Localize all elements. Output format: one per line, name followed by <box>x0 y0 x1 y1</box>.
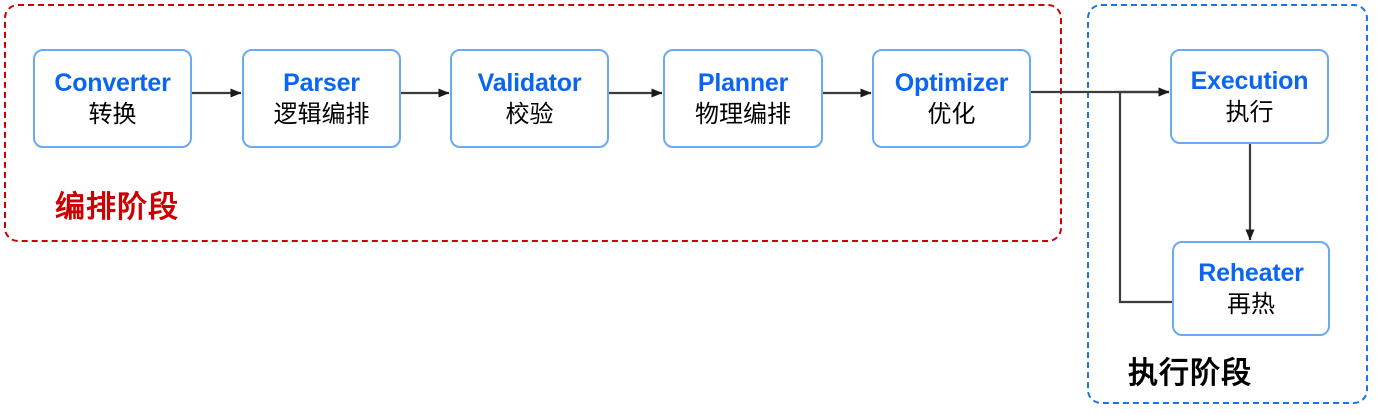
node-reheater-label-zh: 再热 <box>1227 289 1275 318</box>
group-label-execution: 执行阶段 <box>1128 356 1252 391</box>
node-validator-label-zh: 校验 <box>505 99 554 128</box>
node-converter[interactable]: Converter 转换 <box>33 49 192 148</box>
node-optimizer-label-en: Optimizer <box>894 69 1009 98</box>
node-reheater[interactable]: Reheater 再热 <box>1172 241 1330 336</box>
node-planner-label-zh: 物理编排 <box>695 99 791 128</box>
node-optimizer[interactable]: Optimizer 优化 <box>872 49 1031 148</box>
node-planner[interactable]: Planner 物理编排 <box>663 49 823 148</box>
node-execution-label-en: Execution <box>1190 67 1309 96</box>
node-validator-label-en: Validator <box>477 69 582 98</box>
node-parser[interactable]: Parser 逻辑编排 <box>242 49 401 148</box>
group-execution-stage <box>1087 4 1368 404</box>
node-planner-label-en: Planner <box>697 69 789 98</box>
node-validator[interactable]: Validator 校验 <box>450 49 609 148</box>
node-execution-label-zh: 执行 <box>1225 97 1274 126</box>
node-execution[interactable]: Execution 执行 <box>1170 49 1329 144</box>
node-parser-label-en: Parser <box>283 69 360 98</box>
node-converter-label-en: Converter <box>54 69 171 98</box>
group-orchestration-stage <box>4 4 1062 242</box>
node-converter-label-zh: 转换 <box>88 99 137 128</box>
node-parser-label-zh: 逻辑编排 <box>273 99 370 128</box>
node-optimizer-label-zh: 优化 <box>927 99 976 128</box>
node-reheater-label-en: Reheater <box>1198 259 1304 288</box>
group-label-orchestration: 编排阶段 <box>55 190 179 225</box>
